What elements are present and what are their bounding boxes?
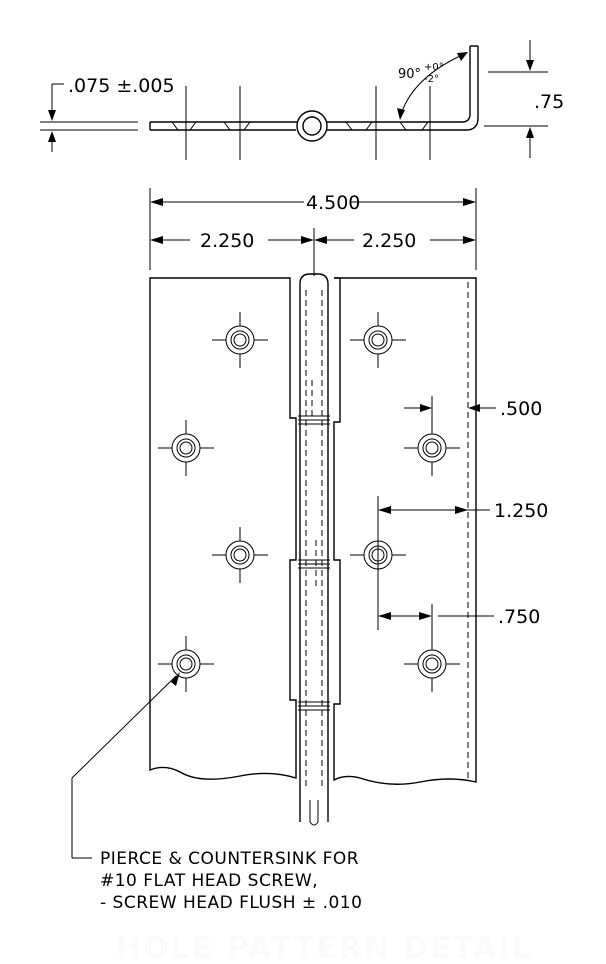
half-width-left-label: 2.250 <box>200 230 254 252</box>
overall-width-label: 4.500 <box>306 192 360 214</box>
angle-tolerance-minus: -2° <box>424 74 439 85</box>
half-width-right-label: 2.250 <box>362 230 416 252</box>
angle-tolerance-plus: +0° <box>424 62 444 73</box>
note-line-1: PIERCE & COUNTERSINK FOR <box>100 849 359 869</box>
note-line-3: - SCREW HEAD FLUSH ± .010 <box>100 893 362 913</box>
edge-offset-dimension: .500 <box>404 396 542 420</box>
angle-dimension: 90° +0° -2° <box>397 52 468 120</box>
note-line-2: #10 FLAT HEAD SCREW, <box>100 871 318 891</box>
hole-2 <box>157 419 215 477</box>
right-leaf <box>333 277 477 785</box>
hole-spacing-label: 1.250 <box>494 500 548 522</box>
countersink-note: PIERCE & COUNTERSINK FOR #10 FLAT HEAD S… <box>71 672 362 913</box>
stagger-dimension: .750 <box>378 604 540 636</box>
hole-3 <box>211 526 269 584</box>
leaf-height-label: .75 <box>534 91 564 113</box>
edge-offset-label: .500 <box>500 398 542 420</box>
hole-1 <box>211 311 269 369</box>
hole-8 <box>403 635 461 693</box>
thickness-dimension: .075 ±.005 <box>40 75 175 152</box>
section-view: .075 ±.005 90° +0° <box>40 40 564 160</box>
leaf-height-dimension: .75 <box>484 40 564 158</box>
hole-5 <box>349 311 407 369</box>
hole-spacing-dimension: 1.250 <box>377 496 548 630</box>
drawing-title: HOLE PATTERN DETAIL <box>116 931 533 964</box>
thickness-label: .075 ±.005 <box>68 75 175 97</box>
left-leaf <box>149 277 297 780</box>
hinge-pin <box>298 273 330 826</box>
plan-view <box>149 273 477 826</box>
angle-label: 90° <box>398 67 421 82</box>
hole-6 <box>403 419 461 477</box>
hinge-section <box>149 45 479 160</box>
hole-4 <box>157 635 215 693</box>
stagger-label: .750 <box>498 606 540 628</box>
width-dimensions: 4.500 2.250 2.250 <box>149 188 477 276</box>
